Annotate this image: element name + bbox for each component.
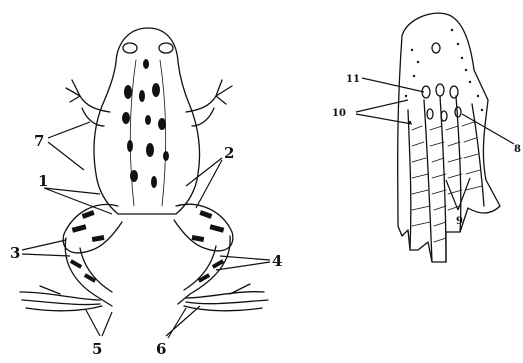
label-3: 3 — [10, 244, 20, 262]
eye-right — [159, 43, 173, 53]
hindlimb-right-foot — [184, 284, 268, 311]
toe-2 — [424, 100, 432, 262]
label-1: 1 — [38, 172, 48, 190]
label-6: 6 — [156, 340, 166, 358]
label-4: 4 — [272, 252, 282, 270]
label-11: 11 — [346, 74, 360, 85]
dorsal-ridge-left — [130, 60, 136, 206]
label-7: 7 — [34, 132, 44, 150]
hindlimb-left-shank — [65, 238, 112, 306]
label-8: 8 — [514, 144, 521, 155]
foot-leader-lines — [356, 78, 514, 210]
label-2: 2 — [224, 144, 234, 162]
dorsal-spots — [122, 59, 169, 188]
toe-1 — [408, 110, 411, 250]
foot-figure: 11 10 8 9 — [332, 13, 521, 262]
foot-tubercles — [422, 43, 461, 121]
eye-left — [123, 43, 137, 53]
label-10: 10 — [332, 108, 346, 119]
frog-figure: 7 1 2 3 4 5 6 — [10, 28, 282, 358]
label-5: 5 — [92, 340, 102, 358]
forelimb-right — [186, 80, 232, 126]
foot-stipple — [405, 29, 483, 123]
label-9: 9 — [456, 216, 463, 227]
dorsal-ridge-right — [160, 60, 166, 206]
hindlimb-left-foot — [20, 286, 102, 311]
